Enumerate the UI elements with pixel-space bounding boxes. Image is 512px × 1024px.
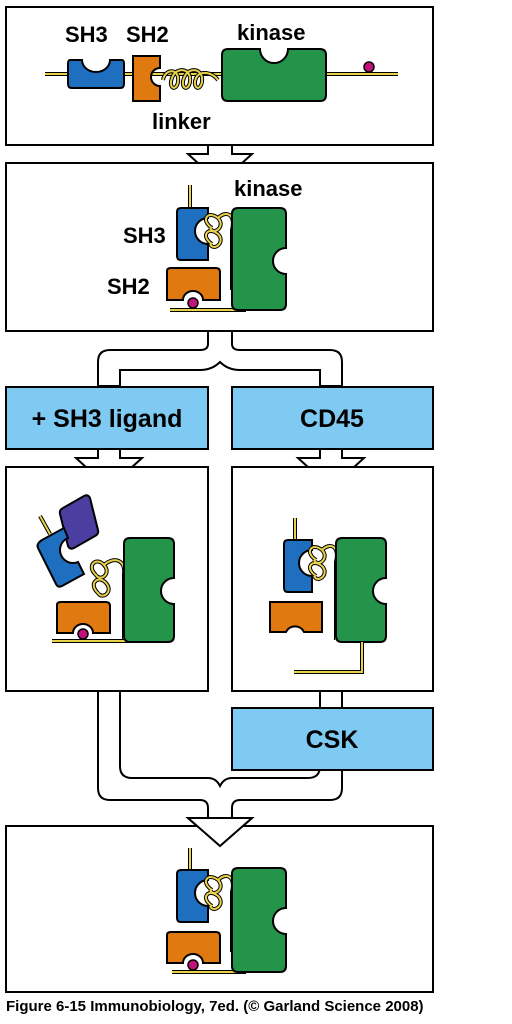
panel2-sh3-domain xyxy=(176,207,209,261)
panel3a-kinase-domain xyxy=(123,537,175,643)
panel1-linker-label: linker xyxy=(152,109,211,134)
panel2-kinase-label: kinase xyxy=(234,176,303,201)
panel1-sh2-label: SH2 xyxy=(126,22,169,47)
panel4-kinase-domain xyxy=(231,867,287,973)
panel3b-to-csk-connector xyxy=(319,690,343,709)
panel2-sh2-label: SH2 xyxy=(107,274,150,299)
panel-3a-sh3-ligand-bound xyxy=(5,466,209,692)
panel1-kinase-label: kinase xyxy=(237,20,306,45)
panel3a-sh2-domain xyxy=(56,601,111,634)
panel3b-kinase-domain xyxy=(335,537,387,643)
panel3a-sh3-ligand xyxy=(58,494,100,550)
panel-3b-dephosphorylated xyxy=(231,466,434,692)
panel4-sh2-domain xyxy=(166,931,221,964)
panel-2-inactive-closed xyxy=(5,162,434,332)
panel4-phosphotyrosine xyxy=(187,959,199,971)
merge-arrow xyxy=(97,690,343,848)
split-arrow xyxy=(97,330,343,387)
panel4-sh3-domain xyxy=(176,869,209,923)
banner-sh3-ligand-text: + SH3 ligand xyxy=(32,405,183,433)
panel3a-sh3-domain xyxy=(36,526,86,588)
panel1-linker-coil xyxy=(162,69,219,89)
panel3b-sh2-domain xyxy=(269,601,323,633)
panel2-sh2-domain xyxy=(166,267,221,301)
panel-4-reinactivated xyxy=(5,825,434,993)
panel3b-sh3-domain xyxy=(283,539,313,593)
arrow-into-panel4 xyxy=(185,817,255,848)
figure-caption: Figure 6-15 Immunobiology, 7ed. (© Garla… xyxy=(6,998,424,1015)
panel3b-tail xyxy=(294,642,363,673)
panel2-kinase-domain xyxy=(231,207,287,311)
panel1-kinase-domain xyxy=(221,48,327,102)
banner-sh3-ligand xyxy=(5,386,209,450)
panel2-sh3-label: SH3 xyxy=(123,223,166,248)
panel1-sh3-domain xyxy=(67,59,125,89)
banner-cd45-text: CD45 xyxy=(300,405,364,433)
panel2-phosphotyrosine xyxy=(187,297,199,309)
panel1-sh2-domain xyxy=(132,55,161,102)
panel3a-nterm xyxy=(39,515,51,535)
panel1-sh3-label: SH3 xyxy=(65,22,108,47)
banner-csk-text: CSK xyxy=(306,726,359,754)
panel1-phosphotyrosine xyxy=(363,61,375,73)
panel3a-phosphotyrosine xyxy=(77,628,89,640)
banner-csk xyxy=(231,707,434,771)
